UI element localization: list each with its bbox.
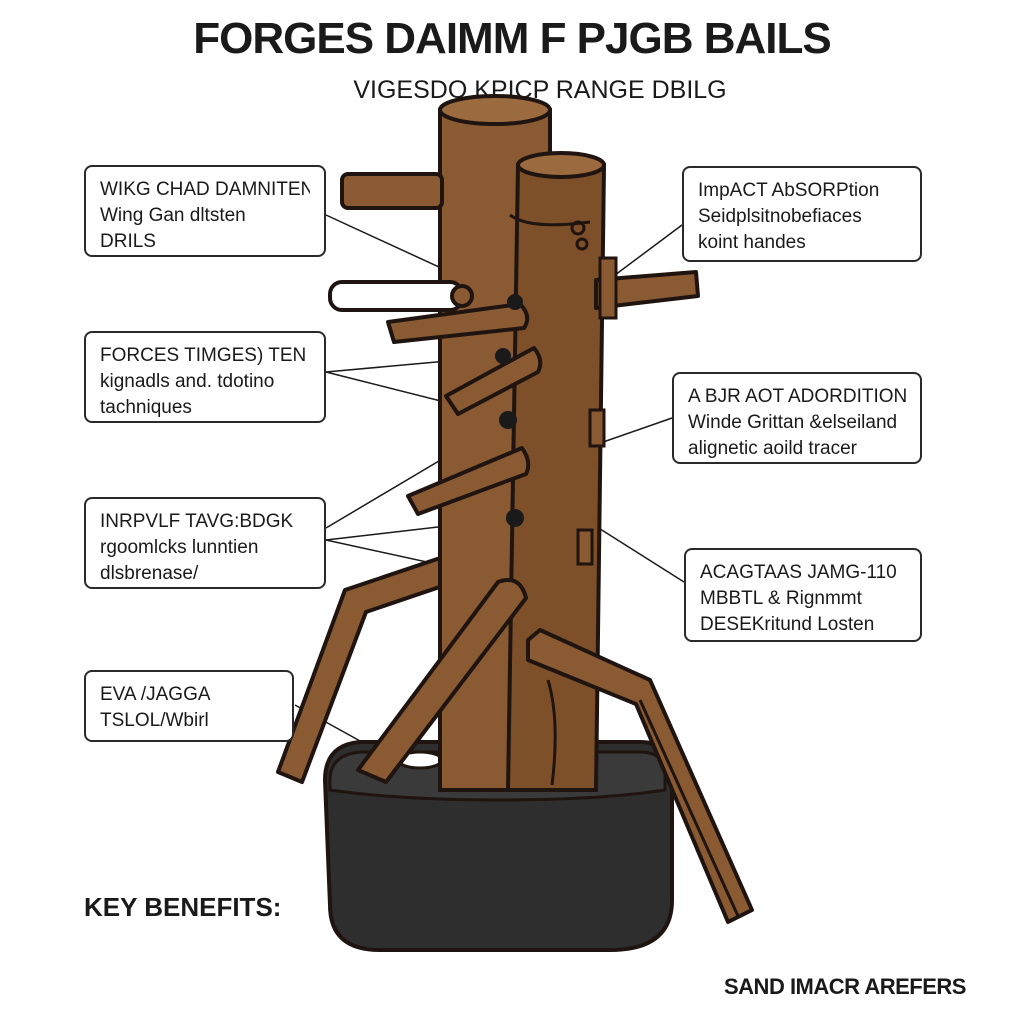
callout-line: rgoomlcks lunntien [100,537,259,558]
callout-left-4: EVA /JAGGA TSLOL/Wbirl [84,670,294,742]
key-benefits-label: KEY BENEFITS: [84,892,282,922]
callout-line: Wing Gan dltsten [100,205,246,226]
callout-line: FORCES TIMGES) TEN [100,345,307,366]
front-post [505,151,607,792]
bolt-dot [506,509,524,527]
diagram-title: FORGES DAIMM F PJGB BAILS [193,14,831,63]
upper-outlined-arm [328,280,474,312]
callout-line: TSLOL/Wbirl [100,710,209,731]
bolt-dot [507,294,523,310]
footer-note: SAND IMACR AREFERS [724,974,966,999]
right-stubs [576,408,606,566]
bolt-dot [499,411,517,429]
callout-left-2: FORCES TIMGES) TEN kignadls and. tdotino… [84,331,326,423]
right-leg [526,628,754,924]
callout-line: DRILS [100,231,156,252]
left-arm-3 [406,446,531,516]
callout-left-3: INRPVLF TAVG:BDGK rgoomlcks lunntien dls… [84,497,326,589]
callout-right-1: ImpACT AbSORPtion Seidplsitnobefiaces ko… [682,166,922,262]
callout-line: kignadls and. tdotino [100,371,275,392]
callout-line: Seidplsitnobefiaces [698,206,862,227]
callout-line: alignetic aoild tracer [688,438,857,459]
callout-right-3: ACAGTAAS JAMG-110 MBBTL & Rignmmt DESEKr… [684,548,922,642]
diagram-subtitle: VIGESDO KPICP RANGE DBILG [353,76,727,104]
upper-arm-left [340,172,444,210]
callout-line: MBBTL & Rignmmt [700,588,862,609]
front-left-leg [356,578,528,784]
right-arm [594,256,700,320]
callout-line: A BJR AOT ADORDITION [688,386,906,407]
callout-line: dlsbrenase/ [100,563,199,584]
callout-line: koint handes [698,232,806,253]
callout-line: ACAGTAAS JAMG-110 [700,562,897,583]
callout-line: DESEKritund Losten [700,614,875,635]
callout-left-1: WIKG CHAD DAMNITEN Wing Gan dltsten DRIL… [84,165,326,257]
callout-right-2: A BJR AOT ADORDITION Winde Grittan &else… [672,372,922,464]
callout-line: tachniques [100,397,192,418]
callout-line: WIKG CHAD DAMNITEN [100,179,310,200]
bolt-dots [495,294,524,527]
callout-line: EVA /JAGGA [100,684,211,705]
left-arm-2 [444,346,543,416]
bolt-dot [495,348,511,364]
callout-line: Winde Grittan &elseiland [688,412,898,433]
callout-line: INRPVLF TAVG:BDGK [100,511,294,532]
callout-line: ImpACT AbSORPtion [698,180,880,201]
